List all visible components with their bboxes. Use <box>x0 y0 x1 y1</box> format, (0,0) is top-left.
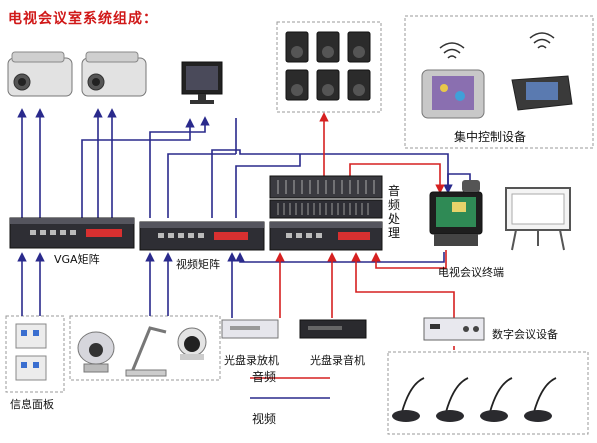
info-panel-label: 信息面板 <box>10 398 54 411</box>
dvd-player-label: 光盘录放机 <box>224 354 279 367</box>
electronic-whiteboard <box>505 187 571 251</box>
video-conference-terminal <box>429 180 483 246</box>
speaker-array <box>285 31 371 101</box>
lcd-monitor <box>181 61 223 104</box>
dvd-player-device <box>221 319 279 339</box>
wireless-touch-panel-small <box>511 32 573 111</box>
microphone-bases <box>392 410 552 422</box>
legend-audio-label: 音频 <box>252 370 277 384</box>
dvd-recorder-label: 光盘录音机 <box>310 354 365 367</box>
digital-conf-label: 数字会议设备 <box>492 328 558 341</box>
cameras-group-box <box>69 315 221 381</box>
conference-microphones <box>401 377 557 413</box>
audio-mixer-unit <box>269 175 383 251</box>
wireless-touch-panel-large <box>421 42 485 119</box>
info-panel-group-box <box>5 315 65 393</box>
camera-devices <box>77 326 207 377</box>
dvd-recorder-device <box>299 319 367 339</box>
legend-video-label: 视频 <box>252 412 277 426</box>
speakers-group-box <box>276 21 382 113</box>
vga-matrix-unit <box>9 217 135 249</box>
projector-1 <box>7 51 73 97</box>
microphones-group-box <box>387 351 589 435</box>
central-control-label: 集中控制设备 <box>454 130 527 144</box>
audio-processing-label: 音频处理 <box>387 184 400 240</box>
video-conf-terminal-label: 电视会议终端 <box>438 266 504 279</box>
info-panel-devices <box>15 323 47 381</box>
video-matrix-unit <box>139 221 265 251</box>
video-matrix-label: 视频矩阵 <box>176 258 220 271</box>
digital-conference-device <box>423 317 485 341</box>
diagram-title: 电视会议室系统组成： <box>8 11 158 27</box>
projector-2 <box>81 51 147 97</box>
vga-matrix-label: VGA矩阵 <box>54 253 100 266</box>
